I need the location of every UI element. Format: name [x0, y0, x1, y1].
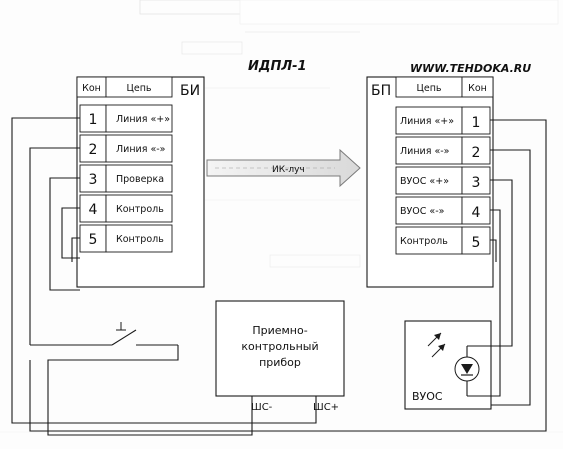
bi-terminal-number: 5	[89, 232, 98, 248]
switch-icon	[30, 322, 178, 346]
bi-circuit-name: Проверка	[116, 174, 164, 185]
wiring	[11, 117, 547, 436]
bp-block: БП Цепь Кон Линия «+» 1 Линия «-» 2 ВУОС…	[366, 76, 494, 288]
panel-terminal-plus: ШС+	[313, 402, 339, 413]
light-rays-icon	[427, 332, 446, 358]
bi-circuit-name: Контроль	[116, 234, 164, 245]
bp-terminal-number: 5	[472, 235, 481, 251]
bp-terminal-number: 2	[472, 145, 481, 161]
bi-header-circuit-cell	[105, 76, 173, 98]
photodiode-icon	[454, 346, 480, 396]
bi-header-circuit: Цепь	[126, 83, 151, 94]
bi-block: БИ Кон Цепь 1 Линия «+» 2 Линия «-» 3 Пр…	[76, 76, 205, 288]
bp-label: БП	[371, 83, 391, 99]
scan-artifacts	[0, 0, 563, 433]
bp-row-3: ВУОС «+» 3	[395, 166, 491, 195]
panel-name-line1: Приемно-	[252, 324, 307, 337]
bi-terminal-number: 4	[89, 202, 98, 218]
bi-circuit-name: Линия «-»	[116, 144, 166, 155]
bi-row-5: 5 Контроль	[79, 224, 173, 253]
bp-terminal-number: 1	[472, 115, 481, 131]
bp-header-kon: Кон	[468, 83, 487, 94]
bi-row-1: 1 Линия «+»	[79, 104, 173, 133]
vuos-label: ВУОС	[412, 390, 443, 403]
bi-circuit-name: Контроль	[116, 204, 164, 215]
bi-terminal-number: 3	[89, 172, 98, 188]
bp-circuit-name: Линия «+»	[400, 116, 454, 127]
control-panel-housing	[215, 300, 345, 397]
bi-row-3: 3 Проверка	[79, 164, 173, 193]
bp-row-1: Линия «+» 1	[395, 106, 491, 135]
panel-terminal-minus: ШС-	[251, 402, 273, 413]
control-panel: Приемно- контрольный прибор ШС- ШС+	[215, 300, 345, 413]
bp-circuit-name: ВУОС «+»	[400, 176, 449, 187]
bp-terminal-number: 4	[472, 205, 481, 221]
bi-row-2: 2 Линия «-»	[79, 134, 173, 163]
bp-header-circuit: Цепь	[416, 83, 441, 94]
bp-circuit-name: Линия «-»	[400, 146, 450, 157]
ir-beam-arrow: ИК-луч	[206, 148, 361, 188]
bp-row-5: Контроль 5	[395, 226, 491, 255]
bp-circuit-name: ВУОС «-»	[400, 206, 445, 217]
bi-circuit-name: Линия «+»	[116, 114, 170, 125]
bi-label: БИ	[180, 83, 200, 99]
panel-name-line2: контрольный	[241, 340, 318, 353]
bi-terminal-number: 2	[89, 142, 98, 158]
bp-row-4: ВУОС «-» 4	[395, 196, 491, 225]
bp-circuit-name: Контроль	[400, 236, 448, 247]
bp-row-2: Линия «-» 2	[395, 136, 491, 165]
bp-terminal-number: 3	[472, 175, 481, 191]
watermark-text: WWW.TEHDOKA.RU	[410, 62, 531, 75]
bp-header-kon-cell	[461, 76, 494, 98]
bi-row-4: 4 Контроль	[79, 194, 173, 223]
vuos-block: ВУОС	[404, 320, 492, 410]
bi-terminal-number: 1	[89, 112, 98, 128]
diagram-title: ИДПЛ-1	[248, 59, 307, 74]
panel-name-line3: прибор	[259, 356, 301, 369]
ir-beam-label: ИК-луч	[272, 165, 305, 175]
bi-header-kon: Кон	[82, 83, 101, 94]
